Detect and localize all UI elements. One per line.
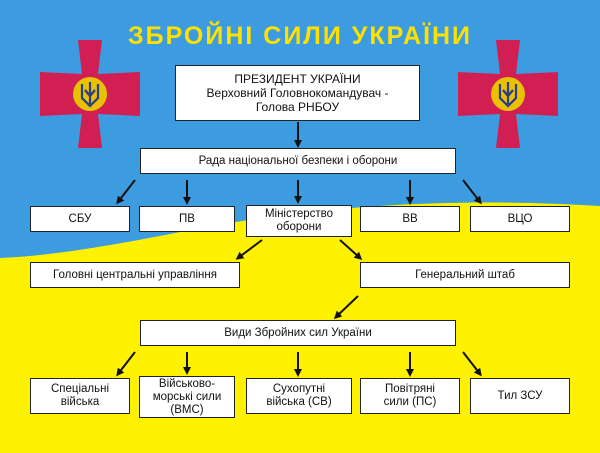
air-forces-box: Повітряні сили (ПС)	[360, 378, 460, 414]
blue-field	[0, 0, 600, 258]
left-trident-icon	[80, 82, 100, 108]
sbu-box: СБУ	[30, 206, 130, 232]
special-forces-box: Спеціальні війська	[30, 378, 130, 414]
branches-box: Види Збройних сил України	[140, 320, 456, 346]
left-cross-emblem-icon	[40, 40, 140, 148]
president-box: ПРЕЗИДЕНТ УКРАЇНИ Верховний Головнокоман…	[175, 65, 420, 121]
vv-box: ВВ	[360, 206, 460, 232]
right-trident-icon	[498, 82, 518, 108]
vco-box: ВЦО	[470, 206, 570, 232]
general-staff-box: Генеральний штаб	[360, 262, 570, 288]
poster-title: ЗБРОЙНІ СИЛИ УКРАЇНИ	[127, 22, 473, 50]
pv-box: ПВ	[139, 206, 235, 232]
rear-box: Тил ЗСУ	[470, 378, 570, 414]
navy-box: Військово- морські сили (ВМС)	[139, 376, 235, 418]
council-box: Рада національної безпеки і оборони	[140, 148, 456, 174]
land-forces-box: Сухопутні війська (СВ)	[246, 378, 352, 414]
central-directorates-box: Головні центральні управління	[30, 262, 240, 288]
ministry-box: Міністерство оборони	[246, 205, 352, 237]
right-cross-emblem-icon	[458, 40, 558, 148]
